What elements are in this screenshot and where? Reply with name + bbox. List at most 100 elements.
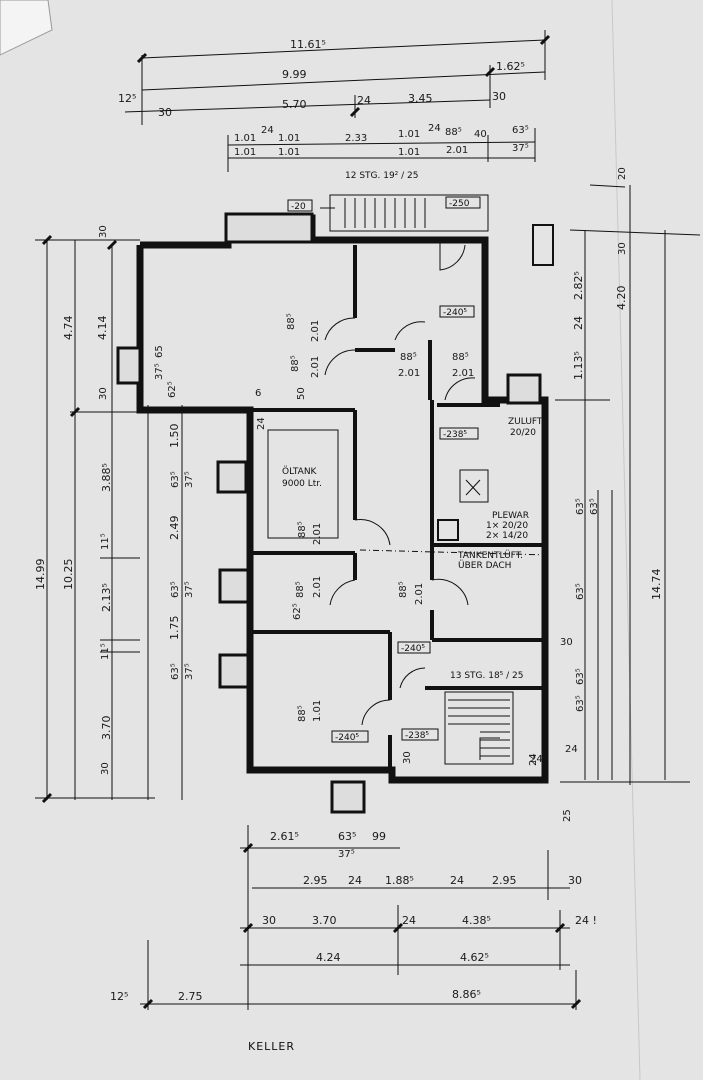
opening-13: 88⁵ <box>398 581 409 598</box>
opening-19: 63⁵ <box>170 471 181 488</box>
left-upper-dim-2: 4.14 <box>96 316 109 341</box>
left-dimension-texts: 14.99 10.25 4.74 4.14 30 30 3.88⁵ 11⁵ 2.… <box>34 225 181 775</box>
dim-row4-c: 1.01 <box>278 133 300 144</box>
stair-arrow-lower <box>479 737 500 760</box>
interior-walls <box>250 245 545 770</box>
right-small-1: 63⁵ <box>575 498 586 515</box>
level-1: -20 <box>291 202 306 212</box>
right-inner-6: 20 <box>617 167 628 180</box>
dim-row4-f: 24 <box>428 123 441 134</box>
bottom-r5-a: 12⁵ <box>110 990 128 1003</box>
stair-label-upper: 12 STG. 19² / 25 <box>345 171 419 181</box>
boiler-outline <box>459 469 489 503</box>
right-small-3: 63⁵ <box>575 583 586 600</box>
left-upper-dim-3: 30 <box>98 225 109 238</box>
right-dimension-texts: 14.74 2.82⁵ 24 1.13⁵ 4.20 30 20 63⁵ 63⁵ … <box>530 167 663 822</box>
opening-22: 37⁵ <box>184 581 195 598</box>
bottom-r1-d: 37⁵ <box>338 849 355 860</box>
opening-18: 37⁵ <box>154 363 165 380</box>
bottom-r2-a: 2.95 <box>303 874 328 887</box>
bottom-r5-c: 8.86⁵ <box>452 988 481 1001</box>
right-outer-dim: 14.74 <box>650 569 663 601</box>
stair-label-lower: 13 STG. 18⁵ / 25 <box>450 671 524 681</box>
opening-17: 62⁵ <box>167 381 178 398</box>
right-inner-5: 30 <box>617 242 628 255</box>
level-4: -238⁵ <box>443 430 467 440</box>
opening-14: 2.01 <box>414 583 425 605</box>
bottom-r3-a: 30 <box>262 914 276 927</box>
dim-row3-a: 12⁵ <box>118 92 136 105</box>
opening-23: 63⁵ <box>170 663 181 680</box>
bottom-r1-c: 99 <box>372 830 386 843</box>
opening-dims: 88⁵ 2.01 88⁵ 2.01 88⁵ 2.01 88⁵ 2.01 88⁵ … <box>154 313 539 766</box>
right-small-5: 63⁵ <box>575 695 586 712</box>
opening-10: 2.01 <box>312 523 323 545</box>
right-inner-2: 24 <box>572 316 585 330</box>
left-upper-dim: 4.74 <box>62 316 75 341</box>
bottom-dimension-texts: 2.61⁵ 63⁵ 99 37⁵ 2.95 24 1.88⁵ 24 2.95 3… <box>110 830 597 1003</box>
bottom-r2-c: 1.88⁵ <box>385 874 414 887</box>
flue-size-2: 2× 14/20 <box>486 531 528 541</box>
bottom-r4-b: 4.62⁵ <box>460 951 489 964</box>
flue-label: PLEWAR <box>492 511 529 521</box>
bottom-r3-c: 24 <box>402 914 416 927</box>
dim-row3-c: 5.70 <box>282 98 307 111</box>
room-labels: ÖLTANK 9000 Ltr. ZULUFT 20/20 PLEWAR 1× … <box>282 417 543 571</box>
dim-row4b-b: 1.01 <box>278 147 300 158</box>
bottom-r3-e: 24 ! <box>575 914 597 927</box>
opening-26: 62⁵ <box>292 603 303 620</box>
left-inner-1: 3.88⁵ <box>100 463 113 492</box>
opening-30: 30 <box>402 751 413 764</box>
right-inner-1: 2.82⁵ <box>572 271 585 300</box>
flue-chimney <box>437 519 459 541</box>
left-inner-5: 3.70 <box>100 716 113 741</box>
opening-11: 88⁵ <box>295 581 306 598</box>
right-misc-3: 24 <box>530 754 543 765</box>
opening-15: 88⁵ <box>297 705 308 722</box>
dim-row3-d: 24 <box>357 94 371 107</box>
flue-size-1: 1× 20/20 <box>486 521 528 531</box>
opening-2: 2.01 <box>310 320 321 342</box>
bottom-r1-a: 2.61⁵ <box>270 830 299 843</box>
right-misc-2: 24 <box>565 744 578 755</box>
dim-row4b-a: 1.01 <box>234 147 256 158</box>
bottom-r2-d: 24 <box>450 874 464 887</box>
level-markers: -20 -250 -240⁵ -238⁵ -240⁵ -240⁵ -238⁵ <box>287 196 481 743</box>
paper-crease <box>611 0 641 1080</box>
bottom-r1-b: 63⁵ <box>338 830 356 843</box>
bottom-r2-b: 24 <box>348 874 362 887</box>
left-mid-dim: 10.25 <box>62 559 75 591</box>
dim-row4-d: 2.33 <box>345 133 367 144</box>
dim-row4-a: 1.01 <box>234 133 256 144</box>
opening-3: 88⁵ <box>290 355 301 372</box>
dim-row3-f: 30 <box>492 90 506 103</box>
tank-vent-label: TANKENTLÜFT. <box>457 550 523 561</box>
opening-16: 1.01 <box>312 700 323 722</box>
right-small-2: 63⁵ <box>589 498 600 515</box>
bottom-r3-b: 3.70 <box>312 914 337 927</box>
dim-row4b-e: 37⁵ <box>512 143 529 154</box>
opening-12: 2.01 <box>312 576 323 598</box>
dim-row4b-d: 2.01 <box>446 145 468 156</box>
oiltank-label: ÖLTANK <box>282 466 318 477</box>
top-dimension-texts: 11.61⁵ 9.99 1.62⁵ 12⁵ 30 5.70 24 3.45 30… <box>118 38 529 158</box>
left-inner-6: 30 <box>100 762 111 775</box>
right-inner-4: 4.20 <box>615 286 628 311</box>
left-inner-2: 11⁵ <box>100 533 111 550</box>
dim-row4-h: 40 <box>474 129 487 140</box>
light-wells <box>116 212 542 814</box>
left-room-3: 1.75 <box>168 616 181 641</box>
bottom-r2-f: 30 <box>568 874 582 887</box>
opening-8: 2.01 <box>452 368 474 379</box>
dimension-lines <box>35 30 701 1010</box>
dim-row3-b: 30 <box>158 106 172 119</box>
opening-21: 63⁵ <box>170 581 181 598</box>
bottom-r5-b: 2.75 <box>178 990 203 1003</box>
dim-row4-b: 24 <box>261 125 274 136</box>
right-misc-1: 30 <box>560 637 573 648</box>
plan-title: KELLER <box>248 1040 295 1053</box>
dim-top-total: 11.61⁵ <box>290 38 326 51</box>
opening-28: 6 <box>255 388 261 399</box>
